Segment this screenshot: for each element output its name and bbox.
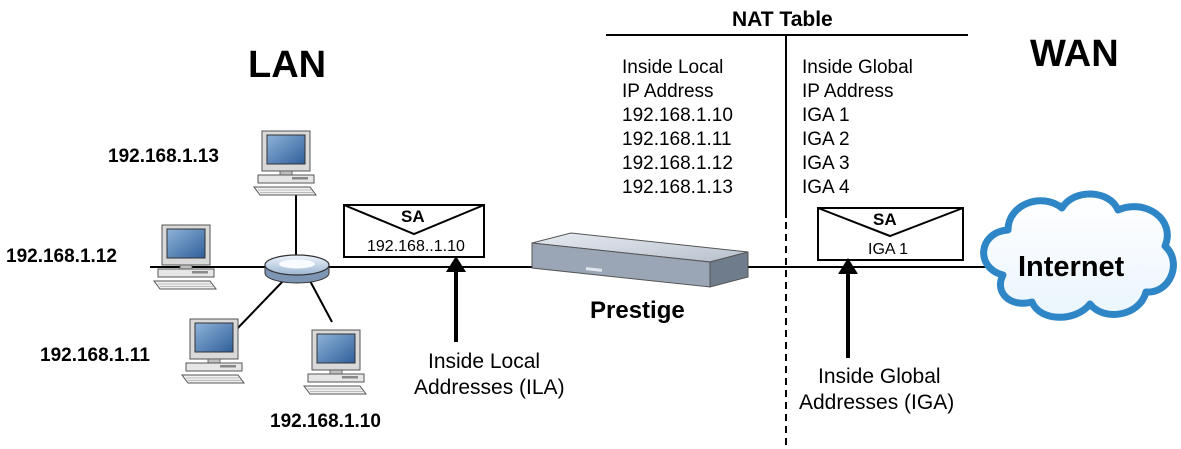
internet-label: Internet [1018, 251, 1125, 283]
link-h10 [308, 278, 333, 323]
lan-title: LAN [248, 44, 326, 86]
lan-packet-address: 192.168..1.10 [367, 238, 465, 255]
iga-caption-line2: Addresses (IGA) [799, 391, 954, 414]
iga-arrow-icon [838, 258, 858, 358]
ila-caption-line1: Inside Local [428, 350, 540, 373]
lan-packet-envelope-icon: SA 192.168..1.10 [343, 204, 485, 258]
nat-left-header-line1: Inside Local [622, 57, 723, 78]
hub-icon [264, 254, 330, 284]
nat-row-local: 192.168.1.11 [622, 129, 732, 150]
wan-title: WAN [1030, 33, 1119, 75]
nat-row-local: 192.168.1.12 [622, 153, 733, 174]
wan-packet-envelope-icon: SA IGA 1 [817, 207, 964, 261]
host-label-h12: 192.168.1.12 [6, 246, 117, 267]
nat-row-local: 192.168.1.13 [622, 177, 733, 198]
nat-row-global: IGA 1 [802, 105, 850, 126]
host-label-h11: 192.168.1.11 [40, 345, 150, 366]
computer-icon-h13 [253, 130, 317, 196]
host-label-h13: 192.168.1.13 [108, 146, 219, 167]
link-h11 [233, 278, 286, 333]
nat-row-global: IGA 3 [802, 153, 850, 174]
nat-left-header-line2: IP Address [622, 81, 714, 102]
wan-packet-header: SA [873, 210, 897, 229]
ila-arrow-icon [446, 256, 466, 342]
ila-caption-line2: Addresses (ILA) [414, 376, 565, 399]
iga-caption-line1: Inside Global [818, 365, 941, 388]
host-label-h10: 192.168.1.10 [270, 411, 381, 432]
nat-right-header-line1: Inside Global [802, 57, 913, 78]
nat-row-global: IGA 2 [802, 129, 850, 150]
nat-row-global: IGA 4 [802, 177, 850, 198]
nat-row-local: 192.168.1.10 [622, 105, 733, 126]
router-icon [531, 232, 749, 288]
computer-icon-h12 [153, 224, 217, 290]
nat-table-title: NAT Table [732, 8, 833, 31]
computer-icon-h10 [303, 329, 367, 395]
nat-table: NAT Table Inside Local IP Address Inside… [622, 8, 913, 198]
wan-packet-address: IGA 1 [868, 241, 908, 258]
internet-cloud-icon [980, 190, 1177, 321]
computer-icon-h11 [181, 318, 245, 384]
nat-right-header-line2: IP Address [802, 81, 894, 102]
network-lines [150, 193, 990, 333]
router-label: Prestige [590, 297, 685, 324]
lan-packet-header: SA [401, 207, 425, 226]
